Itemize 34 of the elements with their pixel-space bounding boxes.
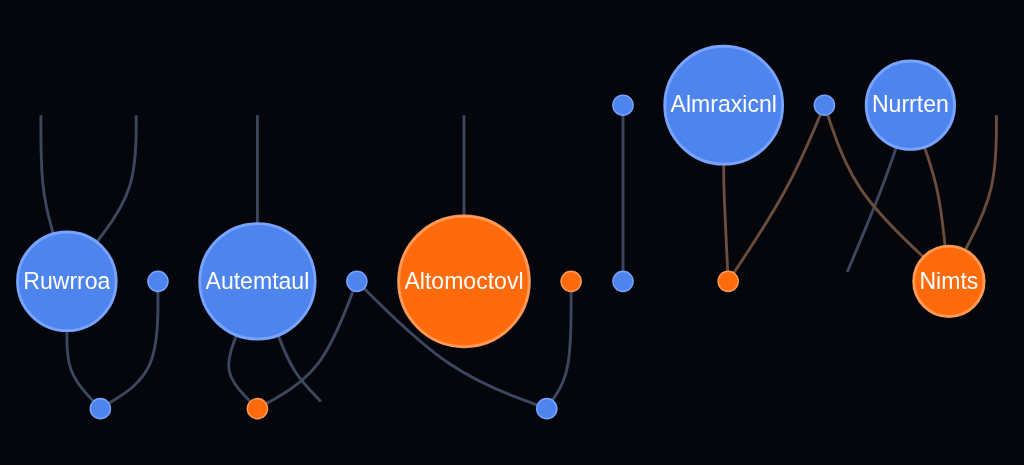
connector-line [845, 146, 898, 273]
connector-dot [717, 270, 739, 293]
connector-line [551, 291, 573, 402]
connector-line [227, 334, 252, 403]
connector-line [826, 114, 925, 259]
connector-dot [147, 270, 169, 293]
connector-line [39, 115, 55, 235]
circle-node: Ruwrroa [16, 230, 118, 333]
circle-node: Altomoctovl [397, 214, 531, 349]
circle-node: Autemtaul [198, 222, 317, 341]
connector-line [722, 164, 730, 272]
connector-line [923, 146, 947, 247]
connector-line [732, 113, 822, 274]
connector-dot [813, 94, 836, 116]
connector-line [963, 115, 998, 251]
connector-line [363, 287, 538, 407]
connector-line [621, 115, 625, 272]
connector-dot [612, 94, 634, 116]
circle-node: Almraxicnl [663, 44, 785, 166]
connector-line [95, 115, 138, 243]
connector-line [276, 334, 322, 403]
connector-line [462, 115, 466, 216]
connector-dot [89, 397, 112, 420]
circle-node: Nimts [912, 244, 986, 318]
connector-line [265, 290, 355, 405]
connector-line [108, 291, 160, 405]
connector-dot [536, 397, 558, 420]
connector-line [255, 115, 259, 224]
circle-node: Nurrten [864, 59, 957, 151]
connector-dot [612, 270, 634, 293]
connector-dot [246, 397, 269, 420]
connector-line [65, 330, 95, 403]
connector-dot [560, 270, 582, 293]
connector-dot [346, 270, 368, 293]
